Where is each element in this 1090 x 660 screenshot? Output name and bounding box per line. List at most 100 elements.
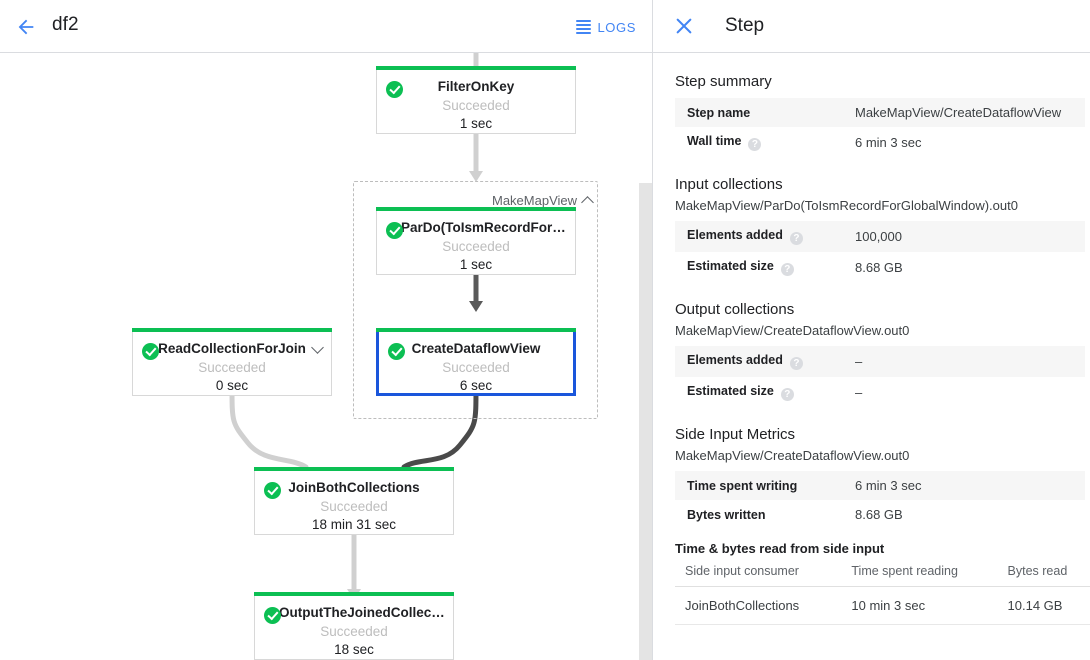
node-name: JoinBothCollections (288, 480, 420, 495)
node-status: Succeeded (320, 624, 388, 639)
input-collections-table: Elements added? 100,000 Estimated size? … (675, 221, 1085, 283)
column-header-bytes-read: Bytes read (997, 558, 1090, 587)
row-key: Wall time (687, 134, 742, 148)
table-row: JoinBothCollections 10 min 3 sec 10.14 G… (675, 586, 1090, 625)
cell-bytes-read: 10.14 GB (997, 586, 1090, 625)
node-time: 6 sec (459, 378, 493, 393)
graph-scrollbar-thumb[interactable] (639, 183, 652, 660)
panel-body: Step summary Step name MakeMapView/Creat… (653, 53, 1090, 625)
row-key: Bytes written (687, 507, 766, 522)
section-heading-side-input-reads: Time & bytes read from side input (675, 541, 885, 556)
section-heading-output-collections: Output collections (675, 301, 795, 318)
success-check-icon (386, 81, 403, 98)
row-value: 6 min 3 sec (855, 135, 922, 150)
graph-node-output-the-joined-collection[interactable]: OutputTheJoinedCollec… Succeeded 18 sec (254, 592, 454, 660)
graph-node-pardo-toismrecord[interactable]: ParDo(ToIsmRecordFor… Succeeded 1 sec (376, 207, 576, 275)
table-row: Wall time? 6 min 3 sec (675, 127, 1085, 158)
node-time: 0 sec (215, 378, 249, 393)
success-check-icon (264, 607, 281, 624)
node-name: FilterOnKey (437, 79, 515, 94)
output-collections-table: Elements added? – Estimated size? – (675, 346, 1085, 408)
node-name: ParDo(ToIsmRecordFor… (401, 220, 566, 235)
list-icon (576, 20, 592, 34)
help-icon[interactable]: ? (748, 138, 762, 151)
row-value: 6 min 3 sec (855, 478, 922, 493)
node-status-bar (376, 328, 576, 332)
cell-side-input-consumer: JoinBothCollections (675, 586, 842, 625)
side-input-reads-table: Side input consumer Time spent reading B… (675, 558, 1090, 625)
node-status-bar (254, 592, 454, 596)
table-header-row: Side input consumer Time spent reading B… (675, 558, 1090, 587)
job-graph-canvas[interactable]: MakeMapView FilterOnKey Succeeded 1 sec … (0, 53, 652, 660)
node-time: 18 sec (334, 642, 374, 657)
column-header-time-spent-reading: Time spent reading (841, 558, 998, 587)
panel-title: Step (725, 15, 765, 36)
node-time: 1 sec (459, 116, 493, 131)
node-name: OutputTheJoinedCollec… (279, 605, 445, 620)
graph-scrollbar[interactable] (639, 183, 652, 660)
row-value: 100,000 (855, 229, 902, 244)
step-summary-table: Step name MakeMapView/CreateDataflowView… (675, 98, 1085, 158)
success-check-icon (264, 482, 281, 499)
row-value: MakeMapView/CreateDataflowView (855, 105, 1062, 120)
row-value: 8.68 GB (855, 260, 903, 275)
section-heading-step-summary: Step summary (675, 73, 772, 90)
step-details-panel: Step Step summary Step name MakeMapView/… (652, 0, 1090, 660)
row-key: Estimated size (687, 259, 774, 273)
row-key: Estimated size (687, 384, 774, 398)
help-icon[interactable]: ? (789, 357, 803, 370)
node-status-bar (376, 66, 576, 70)
row-key: Elements added (687, 228, 783, 242)
table-row: Elements added? 100,000 (675, 221, 1085, 252)
graph-node-join-both-collections[interactable]: JoinBothCollections Succeeded 18 min 31 … (254, 467, 454, 535)
graph-node-read-collection-for-join[interactable]: ReadCollectionForJoin Succeeded 0 sec (132, 328, 332, 396)
table-row: Time spent writing 6 min 3 sec (675, 471, 1085, 500)
help-icon[interactable]: ? (780, 388, 794, 401)
group-label-makemapview[interactable]: MakeMapView (492, 193, 594, 209)
row-value: – (855, 354, 863, 369)
job-graph-pane: df2 LOGS (0, 0, 652, 660)
node-name: ReadCollectionForJoin (158, 341, 306, 356)
column-header-side-input-consumer: Side input consumer (675, 558, 842, 587)
node-status: Succeeded (198, 360, 266, 375)
side-input-metrics-table: Time spent writing 6 min 3 sec Bytes wri… (675, 471, 1085, 529)
success-check-icon (388, 343, 405, 360)
row-value: – (855, 385, 863, 400)
group-label-text: MakeMapView (492, 193, 578, 208)
node-name: CreateDataflowView (411, 341, 541, 356)
node-status-bar (132, 328, 332, 332)
node-time: 18 min 31 sec (311, 517, 397, 532)
node-status: Succeeded (442, 239, 510, 254)
row-key: Time spent writing (687, 478, 798, 493)
input-collection-name: MakeMapView/ParDo(ToIsmRecordForGlobalWi… (675, 198, 1018, 213)
help-icon[interactable]: ? (789, 232, 803, 245)
close-icon[interactable] (671, 13, 697, 39)
table-row: Elements added? – (675, 346, 1085, 377)
section-heading-side-input-metrics: Side Input Metrics (675, 426, 796, 443)
table-row: Estimated size? 8.68 GB (675, 252, 1085, 283)
node-status: Succeeded (320, 499, 388, 514)
row-key: Step name (687, 105, 751, 120)
node-status: Succeeded (442, 98, 510, 113)
row-key: Elements added (687, 353, 783, 367)
cell-time-spent-reading: 10 min 3 sec (841, 586, 998, 625)
graph-edges (229, 53, 483, 600)
row-value: 8.68 GB (855, 507, 903, 522)
logs-button-label: LOGS (597, 19, 636, 35)
node-status: Succeeded (442, 360, 510, 375)
success-check-icon (386, 222, 403, 239)
graph-node-filter-on-key[interactable]: FilterOnKey Succeeded 1 sec (376, 66, 576, 134)
node-status-bar (254, 467, 454, 471)
chevron-up-icon[interactable] (581, 195, 594, 209)
group-container-makemapview[interactable] (353, 181, 598, 419)
node-status-bar (376, 207, 576, 211)
logs-button[interactable]: LOGS (576, 14, 636, 40)
back-arrow-icon[interactable] (12, 13, 40, 41)
node-time: 1 sec (459, 257, 493, 272)
top-bar: df2 LOGS (0, 0, 652, 53)
help-icon[interactable]: ? (780, 263, 794, 276)
success-check-icon (142, 343, 159, 360)
side-input-collection-name: MakeMapView/CreateDataflowView.out0 (675, 448, 910, 463)
graph-node-create-dataflow-view[interactable]: CreateDataflowView Succeeded 6 sec (376, 328, 576, 396)
